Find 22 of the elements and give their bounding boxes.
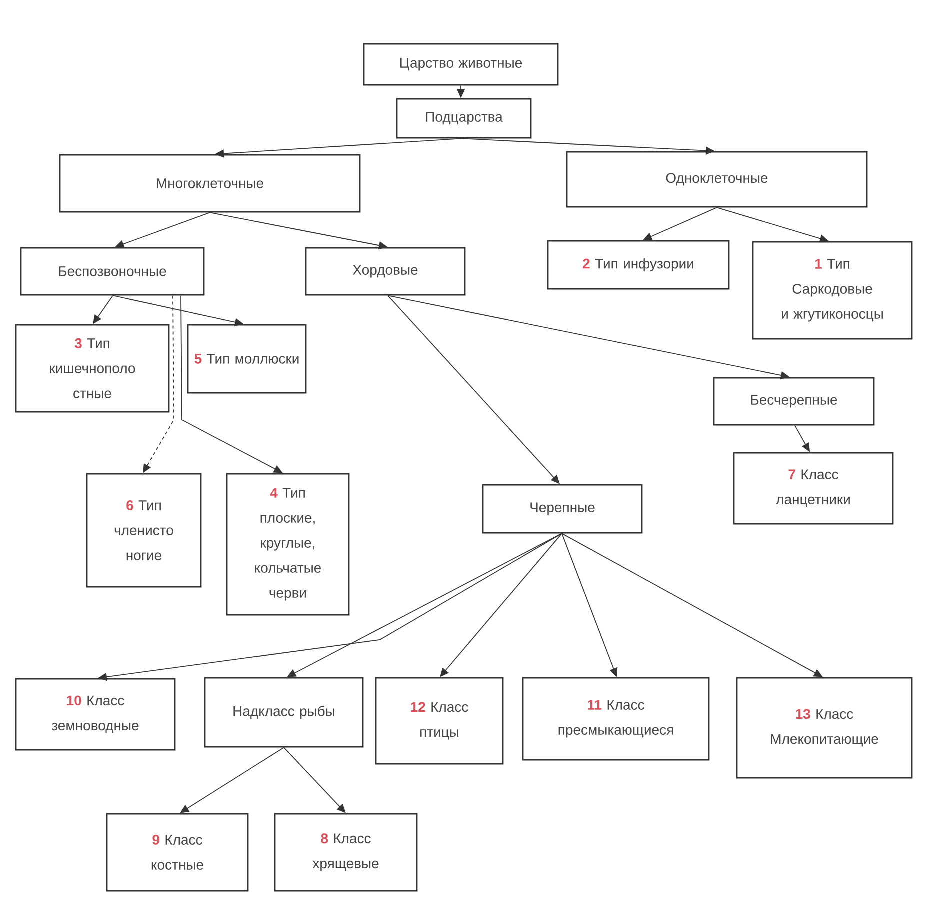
box: Хордовые bbox=[305, 247, 466, 296]
box: 7 Класс ланцетники bbox=[733, 452, 894, 525]
box: Бесчерепные bbox=[713, 377, 875, 426]
box: 13 Класс Млекопитающие bbox=[736, 677, 913, 779]
box: 10 Класс земноводные bbox=[15, 678, 176, 751]
box: 4 Тип плоские, круглые, кольчатые черви bbox=[226, 473, 350, 616]
box: 5 Тип моллюски bbox=[187, 324, 307, 394]
box: Царство животные bbox=[363, 43, 559, 86]
box: Многоклеточные bbox=[59, 154, 361, 213]
box: Одноклеточные bbox=[566, 151, 868, 208]
box: 2 Тип инфузории bbox=[547, 240, 730, 290]
box: Подцарства bbox=[396, 98, 532, 139]
box: Надкласс рыбы bbox=[204, 677, 364, 748]
box: 8 Класс хрящевые bbox=[274, 813, 418, 892]
box: 3 Тип кишечнополо стные bbox=[15, 324, 170, 413]
box: 9 Класс костные bbox=[106, 813, 249, 892]
box: 11 Класс пресмыкающиеся bbox=[522, 677, 710, 761]
box: Беспозвоночные bbox=[20, 247, 205, 296]
box: 1 Тип Саркодовые и жгутиконосцы bbox=[752, 241, 913, 340]
box: 12 Класс птицы bbox=[375, 677, 504, 765]
box: Черепные bbox=[482, 484, 643, 534]
box: 6 Тип членисто ногие bbox=[86, 473, 202, 588]
